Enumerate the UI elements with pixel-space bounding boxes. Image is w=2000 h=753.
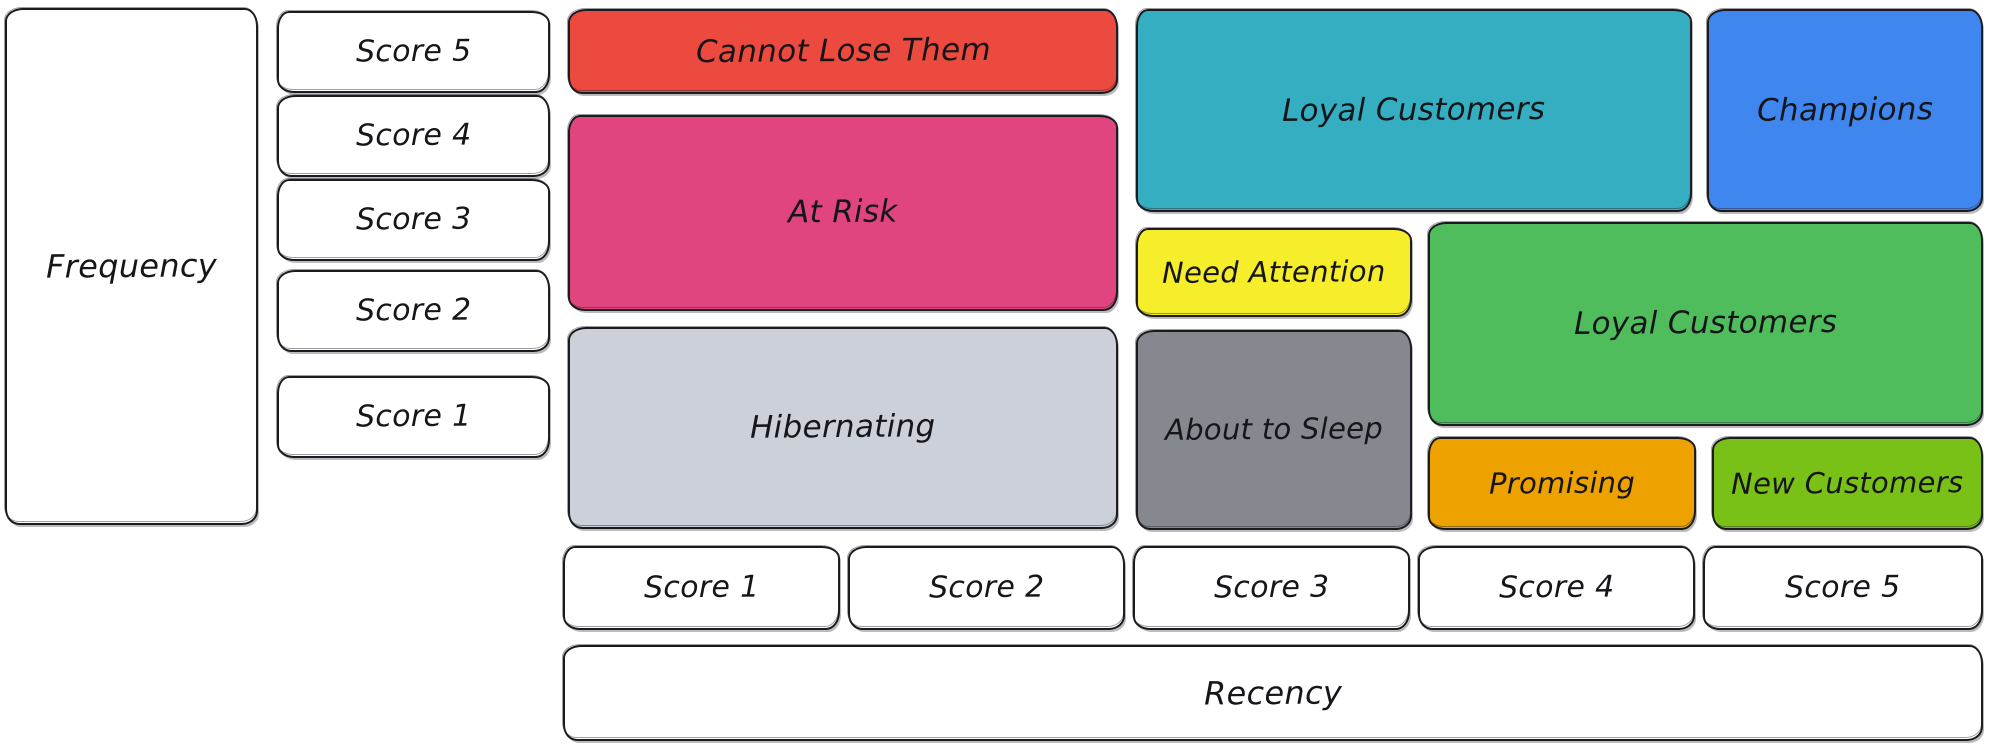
recency-score-5-label: Score 5 [1785,569,1901,606]
segment-about-to-sleep-label: About to Sleep [1164,411,1384,448]
recency-score-2-label: Score 2 [928,569,1045,606]
frequency-score-2-label: Score 2 [355,292,472,329]
segment-champions-label: Champions [1756,90,1934,129]
recency-score-1-label: Score 1 [643,569,760,606]
frequency-score-4[interactable]: Score 4 [276,94,550,177]
segment-loyal-customers-green[interactable]: Loyal Customers [1427,221,1983,426]
segment-loyal-customers-teal[interactable]: Loyal Customers [1135,8,1692,212]
segment-need-attention[interactable]: Need Attention [1135,227,1412,317]
segment-hibernating-label: Hibernating [750,408,936,446]
frequency-axis-text: Frequency [45,246,218,286]
frequency-score-1[interactable]: Score 1 [276,375,550,458]
segment-new-customers-label: New Customers [1731,464,1964,501]
segment-cannot-lose-them-label: Cannot Lose Them [695,31,991,70]
frequency-score-1-label: Score 1 [355,398,472,435]
segment-at-risk[interactable]: At Risk [567,114,1118,311]
recency-score-1[interactable]: Score 1 [562,545,840,630]
segment-need-attention-label: Need Attention [1162,253,1386,290]
segment-promising-label: Promising [1488,465,1636,501]
recency-axis-text: Recency [1203,673,1343,713]
frequency-score-5-label: Score 5 [355,33,472,70]
segment-loyal-customers-green-label: Loyal Customers [1573,304,1838,343]
recency-axis-label: Recency [562,644,1983,741]
frequency-score-3[interactable]: Score 3 [276,178,550,261]
frequency-score-2[interactable]: Score 2 [276,269,550,352]
segment-about-to-sleep[interactable]: About to Sleep [1135,329,1412,530]
segment-loyal-customers-teal-label: Loyal Customers [1282,90,1546,129]
recency-score-4-label: Score 4 [1498,569,1615,606]
recency-score-3[interactable]: Score 3 [1132,545,1410,630]
frequency-axis-label: Frequency [4,7,258,525]
frequency-score-5[interactable]: Score 5 [276,10,550,93]
frequency-score-4-label: Score 4 [355,117,472,154]
segment-hibernating[interactable]: Hibernating [567,326,1118,529]
recency-score-2[interactable]: Score 2 [847,545,1125,630]
frequency-score-3-label: Score 3 [355,201,472,238]
recency-score-5[interactable]: Score 5 [1702,545,1983,630]
segment-promising[interactable]: Promising [1427,436,1696,530]
segment-champions[interactable]: Champions [1706,8,1983,212]
recency-score-4[interactable]: Score 4 [1417,545,1695,630]
segment-new-customers[interactable]: New Customers [1711,436,1983,530]
segment-at-risk-label: At Risk [788,193,898,231]
recency-score-3-label: Score 3 [1213,569,1330,606]
segment-cannot-lose-them[interactable]: Cannot Lose Them [567,8,1118,94]
